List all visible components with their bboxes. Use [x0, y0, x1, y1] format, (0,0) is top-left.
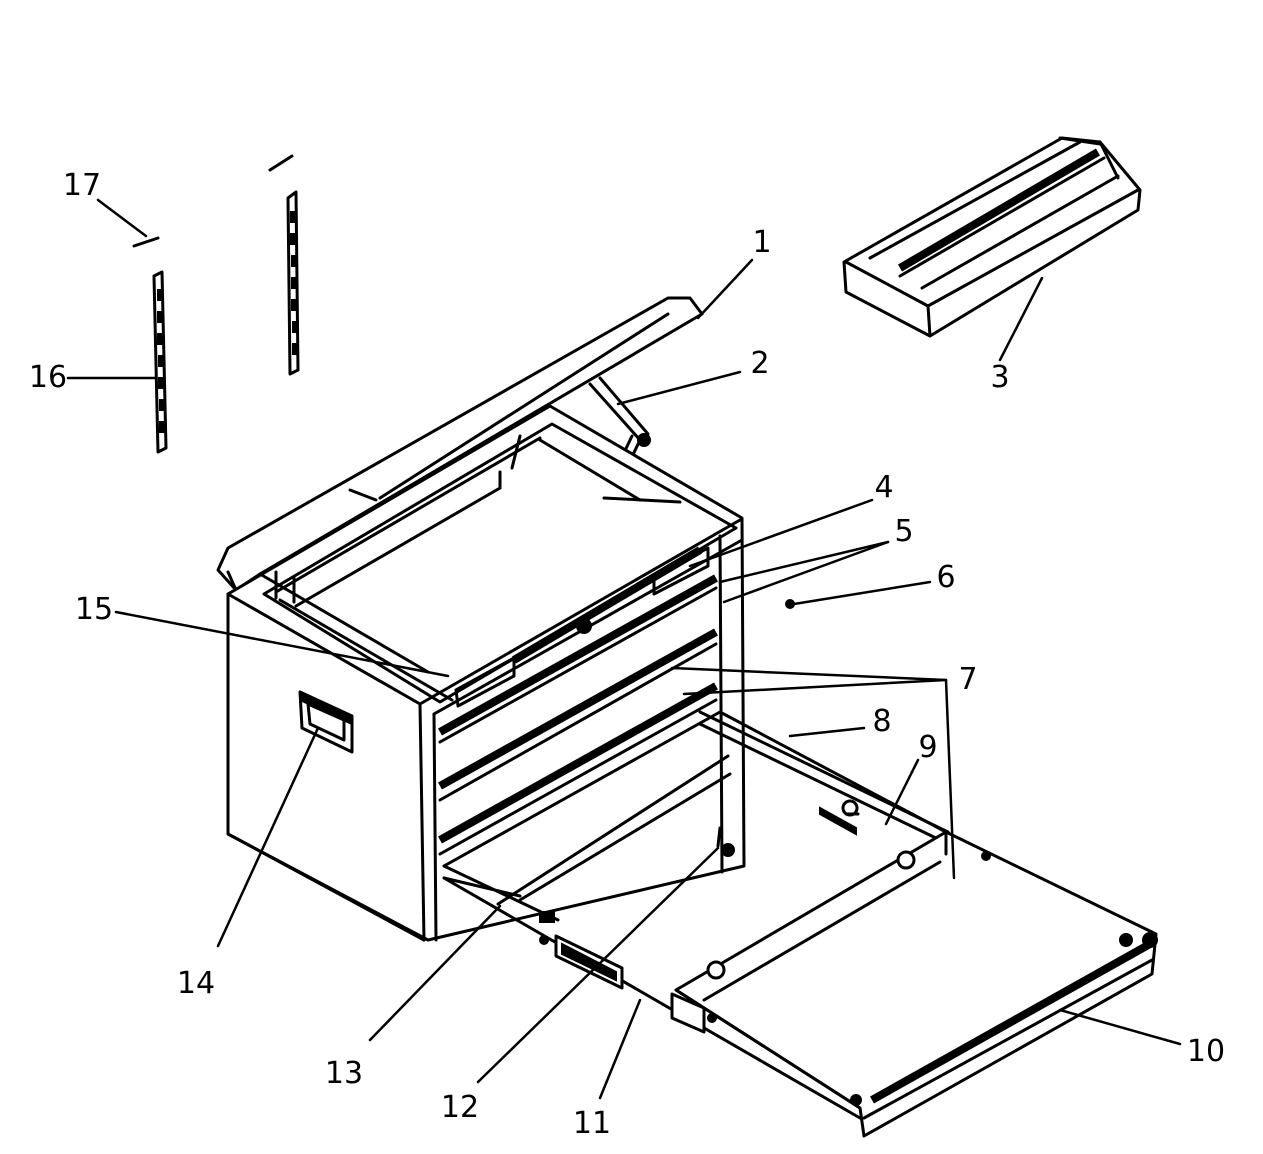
chest-body	[226, 404, 746, 942]
callout-13: 13	[324, 1056, 364, 1091]
callout-6: 6	[936, 560, 956, 595]
open-drawer	[442, 710, 1158, 1138]
slide-strip-pair	[268, 154, 300, 376]
callout-15: 15	[74, 592, 114, 627]
callout-11: 11	[572, 1106, 612, 1141]
callout-4: 4	[874, 470, 894, 505]
callout-3: 3	[990, 360, 1010, 395]
callout-7: 7	[958, 662, 978, 697]
part-3-tray	[842, 136, 1142, 338]
callout-8: 8	[872, 704, 892, 739]
callout-5: 5	[894, 514, 914, 549]
callout-10: 10	[1186, 1034, 1226, 1069]
part-17-clip	[132, 236, 160, 248]
callout-12: 12	[440, 1090, 480, 1125]
part-16-slide-strip	[152, 270, 168, 454]
callout-1: 1	[752, 225, 772, 260]
callout-17: 17	[62, 168, 102, 203]
callout-16: 16	[28, 360, 68, 395]
callout-2: 2	[750, 346, 770, 381]
callout-9: 9	[918, 730, 938, 765]
part-14-side-handle	[298, 690, 354, 754]
callout-14: 14	[176, 966, 216, 1001]
leader-lines	[66, 198, 1182, 1100]
